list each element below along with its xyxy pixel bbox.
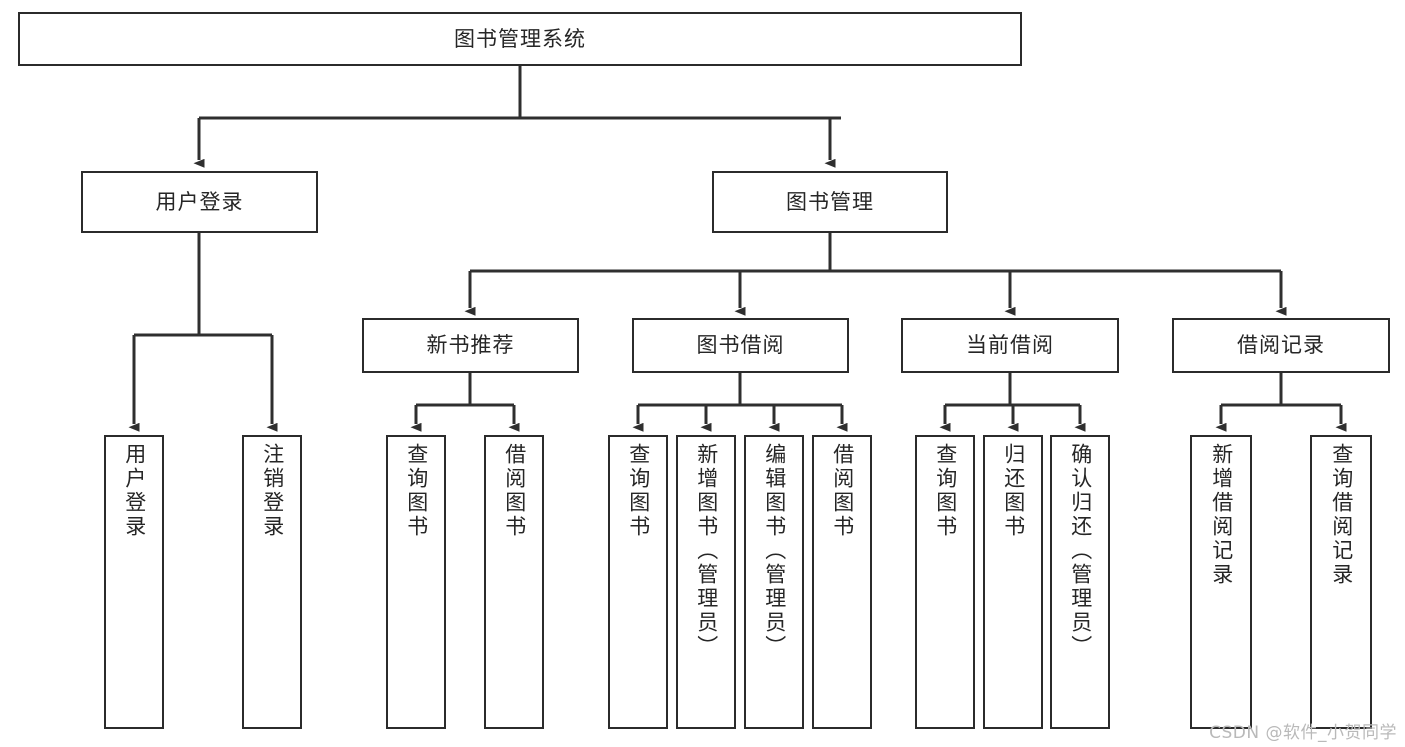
node-borrow-record[interactable]: 借阅记录 — [1172, 318, 1390, 373]
node-leaf-confirm-return[interactable]: 确认归还（管理员） — [1050, 435, 1110, 729]
node-leaf-query-record-label: 查询借阅记录 — [1329, 443, 1354, 587]
node-leaf-borrow-book-1[interactable]: 借阅图书 — [484, 435, 544, 729]
node-leaf-logout-login[interactable]: 注销登录 — [242, 435, 302, 729]
node-current-borrow-label: 当前借阅 — [966, 333, 1054, 358]
node-new-book-recommend-label: 新书推荐 — [426, 333, 515, 358]
node-current-borrow[interactable]: 当前借阅 — [901, 318, 1119, 373]
node-book-manage[interactable]: 图书管理 — [712, 171, 948, 233]
node-leaf-return-book[interactable]: 归还图书 — [983, 435, 1043, 729]
node-leaf-add-record-label: 新增借阅记录 — [1209, 443, 1234, 587]
node-leaf-user-login[interactable]: 用户登录 — [104, 435, 164, 729]
node-new-book-recommend[interactable]: 新书推荐 — [362, 318, 579, 373]
node-leaf-borrow-book-2-label: 借阅图书 — [830, 443, 855, 539]
node-leaf-return-book-label: 归还图书 — [1001, 443, 1026, 539]
node-leaf-borrow-book-2[interactable]: 借阅图书 — [812, 435, 872, 729]
node-user-login[interactable]: 用户登录 — [81, 171, 318, 233]
watermark-text: CSDN @软件_小贺同学 — [1209, 723, 1397, 743]
node-user-login-label: 用户登录 — [155, 189, 244, 214]
node-leaf-query-book-3[interactable]: 查询图书 — [915, 435, 975, 729]
node-leaf-confirm-return-label: 确认归还（管理员） — [1068, 443, 1093, 659]
node-borrow-record-label: 借阅记录 — [1237, 333, 1325, 358]
node-leaf-edit-book[interactable]: 编辑图书（管理员） — [744, 435, 804, 729]
node-book-borrow-label: 图书借阅 — [696, 333, 785, 358]
node-leaf-add-record[interactable]: 新增借阅记录 — [1190, 435, 1252, 729]
node-root[interactable]: 图书管理系统 — [18, 12, 1022, 66]
node-book-manage-label: 图书管理 — [786, 189, 874, 214]
node-leaf-query-book-1[interactable]: 查询图书 — [386, 435, 446, 729]
node-leaf-logout-login-label: 注销登录 — [260, 443, 285, 539]
node-book-borrow[interactable]: 图书借阅 — [632, 318, 849, 373]
node-leaf-query-book-1-label: 查询图书 — [404, 443, 429, 539]
node-leaf-user-login-label: 用户登录 — [122, 443, 147, 539]
node-leaf-query-record[interactable]: 查询借阅记录 — [1310, 435, 1372, 729]
node-leaf-query-book-2-label: 查询图书 — [626, 443, 651, 539]
node-leaf-query-book-3-label: 查询图书 — [933, 443, 958, 539]
node-leaf-edit-book-label: 编辑图书（管理员） — [762, 443, 787, 659]
node-leaf-add-book[interactable]: 新增图书（管理员） — [676, 435, 736, 729]
node-leaf-add-book-label: 新增图书（管理员） — [694, 443, 719, 659]
node-leaf-query-book-2[interactable]: 查询图书 — [608, 435, 668, 729]
node-leaf-borrow-book-1-label: 借阅图书 — [502, 443, 527, 539]
node-root-label: 图书管理系统 — [454, 26, 586, 51]
